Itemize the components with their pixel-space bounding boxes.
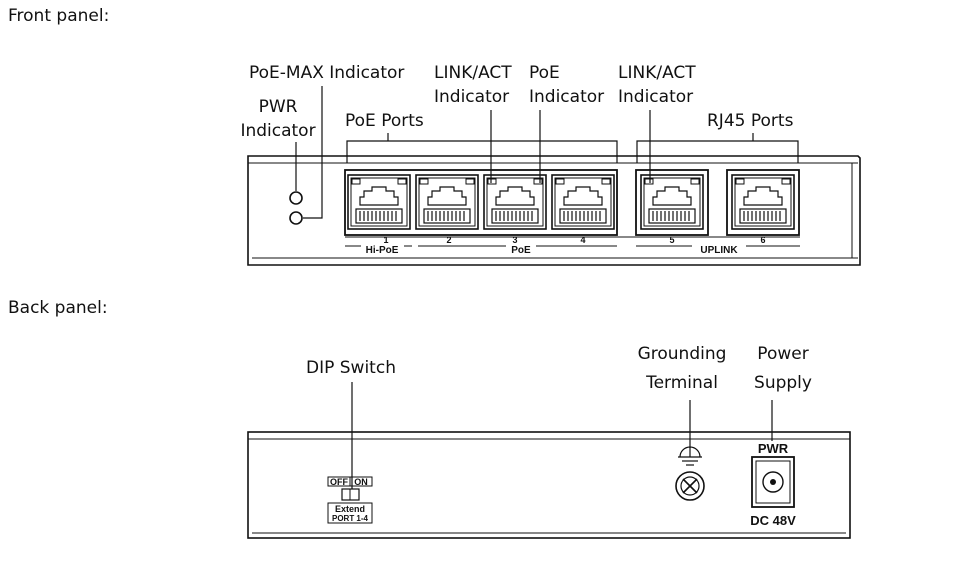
dip-extend-label: Extend — [335, 504, 365, 514]
power-line1: Power — [757, 344, 809, 364]
rj45-ports-label: RJ45 Ports — [707, 111, 794, 131]
grounding-terminal-label: Grounding Terminal — [630, 340, 734, 398]
link-act-1-line1: LINK/ACT — [434, 63, 512, 83]
port-3 — [483, 174, 547, 230]
link-act-2-line1: LINK/ACT — [618, 63, 696, 83]
pwr-label: PWR — [758, 441, 789, 456]
link-act-1-line2: Indicator — [434, 87, 510, 107]
grounding-terminal — [675, 446, 705, 501]
dip-off-label: OFF — [330, 477, 348, 487]
group-label-hi-poe: Hi-PoE — [366, 245, 399, 256]
dc-voltage-label: DC 48V — [750, 513, 796, 528]
group-label-poe: PoE — [511, 245, 531, 256]
poe-ports-label: PoE Ports — [345, 111, 424, 131]
group-label-uplink: UPLINK — [700, 245, 738, 256]
pwr-led — [289, 191, 303, 205]
grounding-line2: Terminal — [646, 373, 718, 393]
dip-switch-label: DIP Switch — [306, 358, 396, 378]
link-act-indicator-label-1: LINK/ACT Indicator — [434, 61, 512, 109]
port-number-2: 2 — [446, 235, 451, 245]
pwr-indicator-label-line1: PWR — [258, 97, 298, 117]
port-number-4: 4 — [580, 235, 585, 245]
power-supply-label: Power Supply — [744, 340, 822, 398]
port-2 — [415, 174, 479, 230]
poe-indicator-line1: PoE — [529, 63, 560, 83]
port-5 — [640, 174, 704, 230]
link-act-2-line2: Indicator — [618, 87, 694, 107]
poe-max-led — [289, 211, 303, 225]
ground-symbol-icon — [678, 446, 702, 466]
pwr-indicator-label-line2: Indicator — [240, 121, 316, 141]
port-number-3: 3 — [512, 235, 517, 245]
port-6 — [731, 174, 795, 230]
pwr-indicator-label: PWR Indicator — [236, 95, 320, 143]
dip-switch: OFF ON Extend PORT 1-4 — [327, 476, 373, 524]
port-1 — [347, 174, 411, 230]
link-act-indicator-label-2: LINK/ACT Indicator — [618, 61, 696, 109]
poe-max-indicator-label: PoE-MAX Indicator — [249, 63, 405, 83]
dip-port-range-label: PORT 1-4 — [332, 514, 369, 523]
back-panel: OFF ON Extend PORT 1-4 PWR — [247, 382, 851, 539]
power-supply-connector: PWR DC 48V — [750, 441, 796, 528]
front-panel-title: Front panel: — [8, 6, 110, 26]
front-panel: 1 2 3 4 5 6 Hi-PoE PoE UPLINK — [247, 86, 861, 266]
power-line2: Supply — [754, 373, 812, 393]
port-number-5: 5 — [669, 235, 674, 245]
poe-indicator-line2: Indicator — [529, 87, 605, 107]
port-number-1: 1 — [383, 235, 388, 245]
poe-indicator-label: PoE Indicator — [529, 61, 604, 109]
back-panel-title: Back panel: — [8, 298, 108, 318]
port-4 — [551, 174, 615, 230]
port-number-6: 6 — [760, 235, 765, 245]
dip-on-label: ON — [354, 477, 368, 487]
grounding-line1: Grounding — [637, 344, 727, 364]
